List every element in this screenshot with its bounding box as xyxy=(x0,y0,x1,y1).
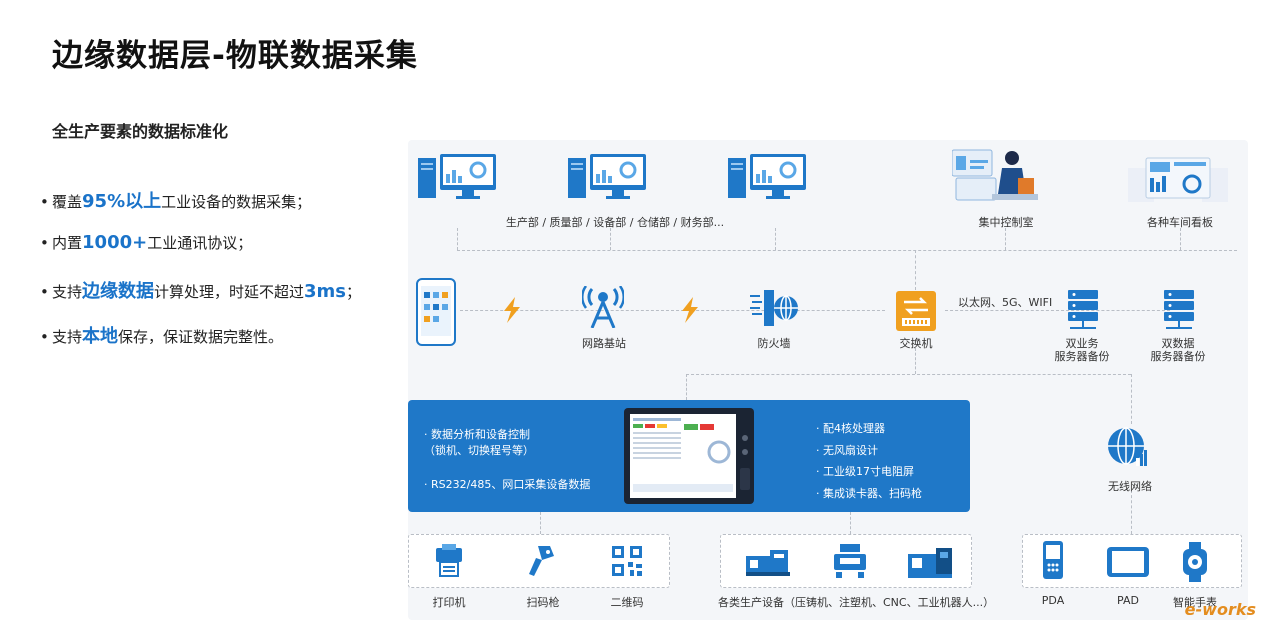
panel-right-item: · 无风扇设计 xyxy=(816,444,878,457)
smartwatch-icon xyxy=(1182,542,1208,586)
connector-to-switch xyxy=(915,250,916,290)
die-casting-machine-icon xyxy=(746,548,790,580)
bullet-edge-compute: •支持边缘数据计算处理，时延不超过3ms； xyxy=(40,281,362,302)
panel-left-item: （锁机、切换程号等） xyxy=(424,444,534,457)
pda-icon xyxy=(1042,540,1064,584)
connector xyxy=(1005,228,1006,250)
firewall-icon xyxy=(748,288,800,332)
server2-label-line2: 服务器备份 xyxy=(1150,350,1206,363)
panel-right-item: · 集成读卡器、扫码枪 xyxy=(816,487,922,500)
mobile-phone-icon xyxy=(416,278,456,350)
connector xyxy=(457,228,458,250)
connector xyxy=(850,512,851,534)
page-subtitle: 全生产要素的数据标准化 xyxy=(52,122,229,141)
scanner-label: 扫码枪 xyxy=(526,596,560,609)
watch-label: 智能手表 xyxy=(1173,596,1217,609)
connector xyxy=(686,374,687,400)
bullet-protocols: •内置1000+工业通讯协议； xyxy=(40,232,253,253)
control-room-icon xyxy=(951,148,1042,210)
bullet-coverage: •覆盖95%以上工业设备的数据采集； xyxy=(40,191,312,212)
connector xyxy=(915,348,916,374)
page-title: 边缘数据层-物联数据采集 xyxy=(52,38,418,74)
panel-right-item: · 配4核处理器 xyxy=(816,422,885,435)
connector-mid xyxy=(686,374,1131,375)
server1-label-line1: 双业务 xyxy=(1065,337,1099,350)
departments-label: 生产部 / 质量部 / 设备部 / 仓储部 / 财务部... xyxy=(505,216,725,229)
pad-label: PAD xyxy=(1117,594,1139,607)
server-icon xyxy=(1162,290,1196,336)
server-icon xyxy=(1066,290,1100,336)
connector-top xyxy=(457,250,1237,251)
link-type-label: 以太网、5G、WIFI xyxy=(958,296,1053,309)
connector xyxy=(610,228,611,250)
switch-label: 交换机 xyxy=(899,337,933,350)
connector xyxy=(1131,374,1132,424)
boards-label: 各种车间看板 xyxy=(1147,216,1213,229)
switch-icon xyxy=(896,291,936,335)
wireless-globe-icon xyxy=(1106,426,1150,472)
server1-label-line2: 服务器备份 xyxy=(1054,350,1110,363)
panel-left-item: · 数据分析和设备控制 xyxy=(424,428,530,441)
printer-label: 打印机 xyxy=(432,596,466,609)
qrcode-label: 二维码 xyxy=(610,596,644,609)
barcode-scanner-icon xyxy=(526,544,558,582)
computer-icon xyxy=(568,154,648,206)
firewall-label: 防火墙 xyxy=(757,337,791,350)
base-station-icon xyxy=(581,285,625,332)
connector xyxy=(540,512,541,534)
server2-label-line1: 双数据 xyxy=(1161,337,1195,350)
lightning-icon xyxy=(500,297,524,327)
tablet-icon xyxy=(1106,546,1150,582)
connector xyxy=(775,228,776,250)
pda-label: PDA xyxy=(1041,594,1065,607)
connector-servers xyxy=(945,310,1170,311)
wireless-label: 无线网络 xyxy=(1108,480,1152,493)
lightning-icon xyxy=(678,297,702,327)
panel-right-item: · 工业级17寸电阻屏 xyxy=(816,465,914,478)
terminal-device-icon xyxy=(624,408,754,508)
computer-icon xyxy=(728,154,808,206)
cnc-machine-icon xyxy=(908,548,952,582)
connector xyxy=(1131,490,1132,534)
production-label: 各类生产设备（压铸机、注塑机、CNC、工业机器人...） xyxy=(718,596,995,609)
panel-left-item: · RS232/485、网口采集设备数据 xyxy=(424,478,591,491)
eworks-watermark: e-works xyxy=(1184,600,1256,619)
injection-machine-icon xyxy=(832,544,868,582)
qr-code-icon xyxy=(612,546,642,580)
printer-icon xyxy=(434,544,468,582)
dashboard-board-icon xyxy=(1128,156,1228,212)
computer-icon xyxy=(418,154,498,206)
connector xyxy=(1180,228,1181,250)
bullet-local-storage: •支持本地保存，保证数据完整性。 xyxy=(40,326,284,347)
connector-network xyxy=(460,310,885,311)
control-room-label: 集中控制室 xyxy=(978,216,1034,229)
base-station-label: 网路基站 xyxy=(582,337,626,350)
